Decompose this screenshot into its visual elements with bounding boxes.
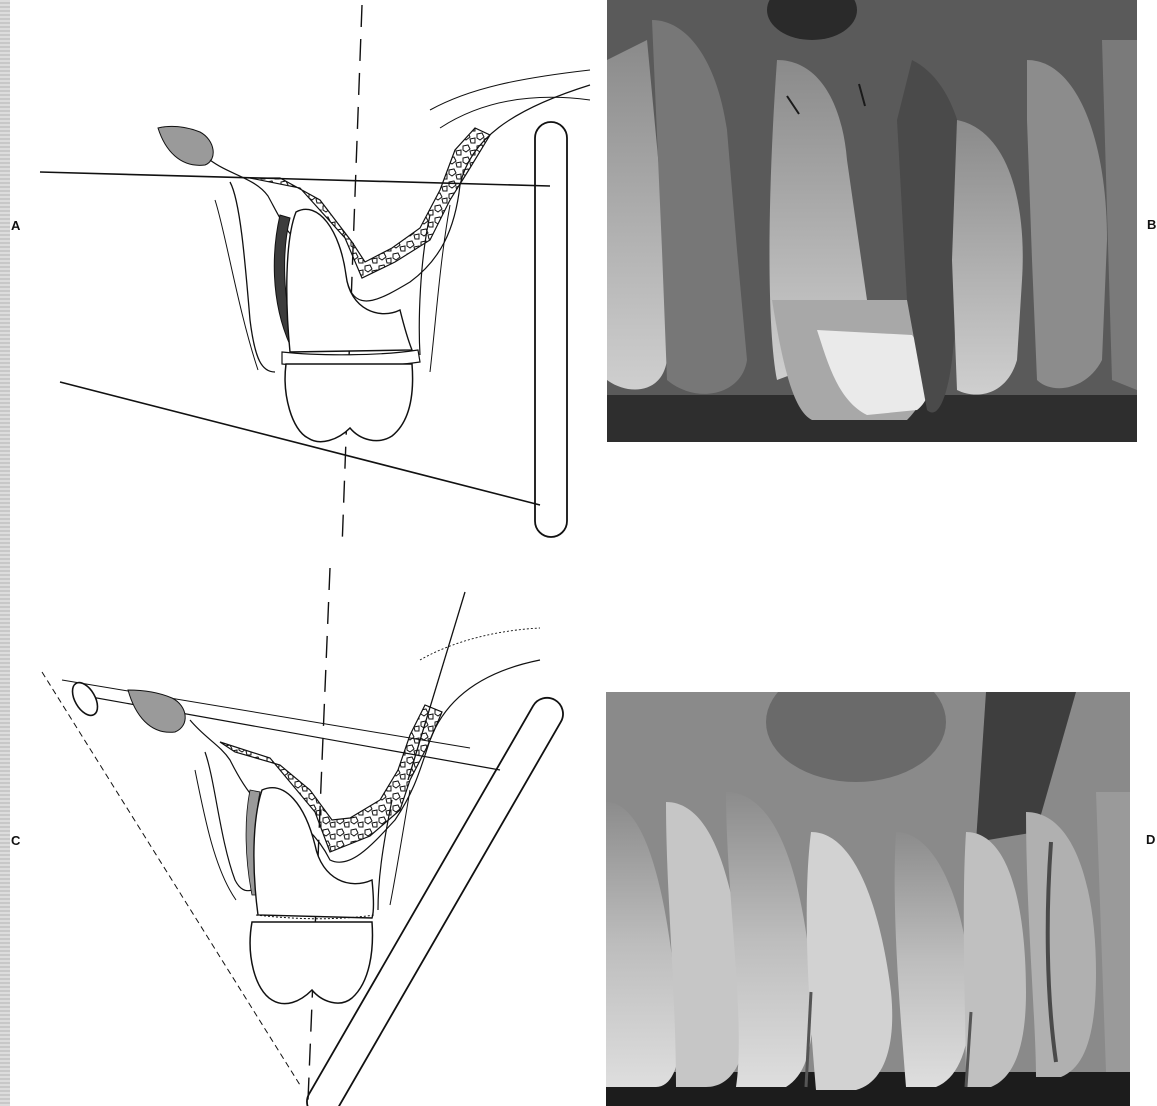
panel-label-d: D [1146, 832, 1155, 847]
radiograph-b-image [607, 0, 1137, 442]
beam-line-top-a [40, 172, 550, 186]
diagram-a [40, 5, 590, 548]
radiograph-d [606, 692, 1130, 1106]
soft-tissue-a [158, 126, 213, 165]
diagrams-svg [0, 0, 600, 1106]
alveolar-bone-a [250, 128, 490, 278]
tooth-root-a [287, 209, 412, 352]
radiograph-b [607, 0, 1137, 442]
diagram-c [42, 568, 569, 1106]
tube-head-c [67, 678, 102, 719]
radiograph-d-image [606, 692, 1130, 1106]
film-holder-a [535, 122, 567, 537]
tooth-crown-a [285, 364, 412, 442]
soft-tissue-c [128, 690, 185, 732]
panel-label-b: B [1147, 217, 1156, 232]
tooth-crown-c [250, 922, 372, 1004]
